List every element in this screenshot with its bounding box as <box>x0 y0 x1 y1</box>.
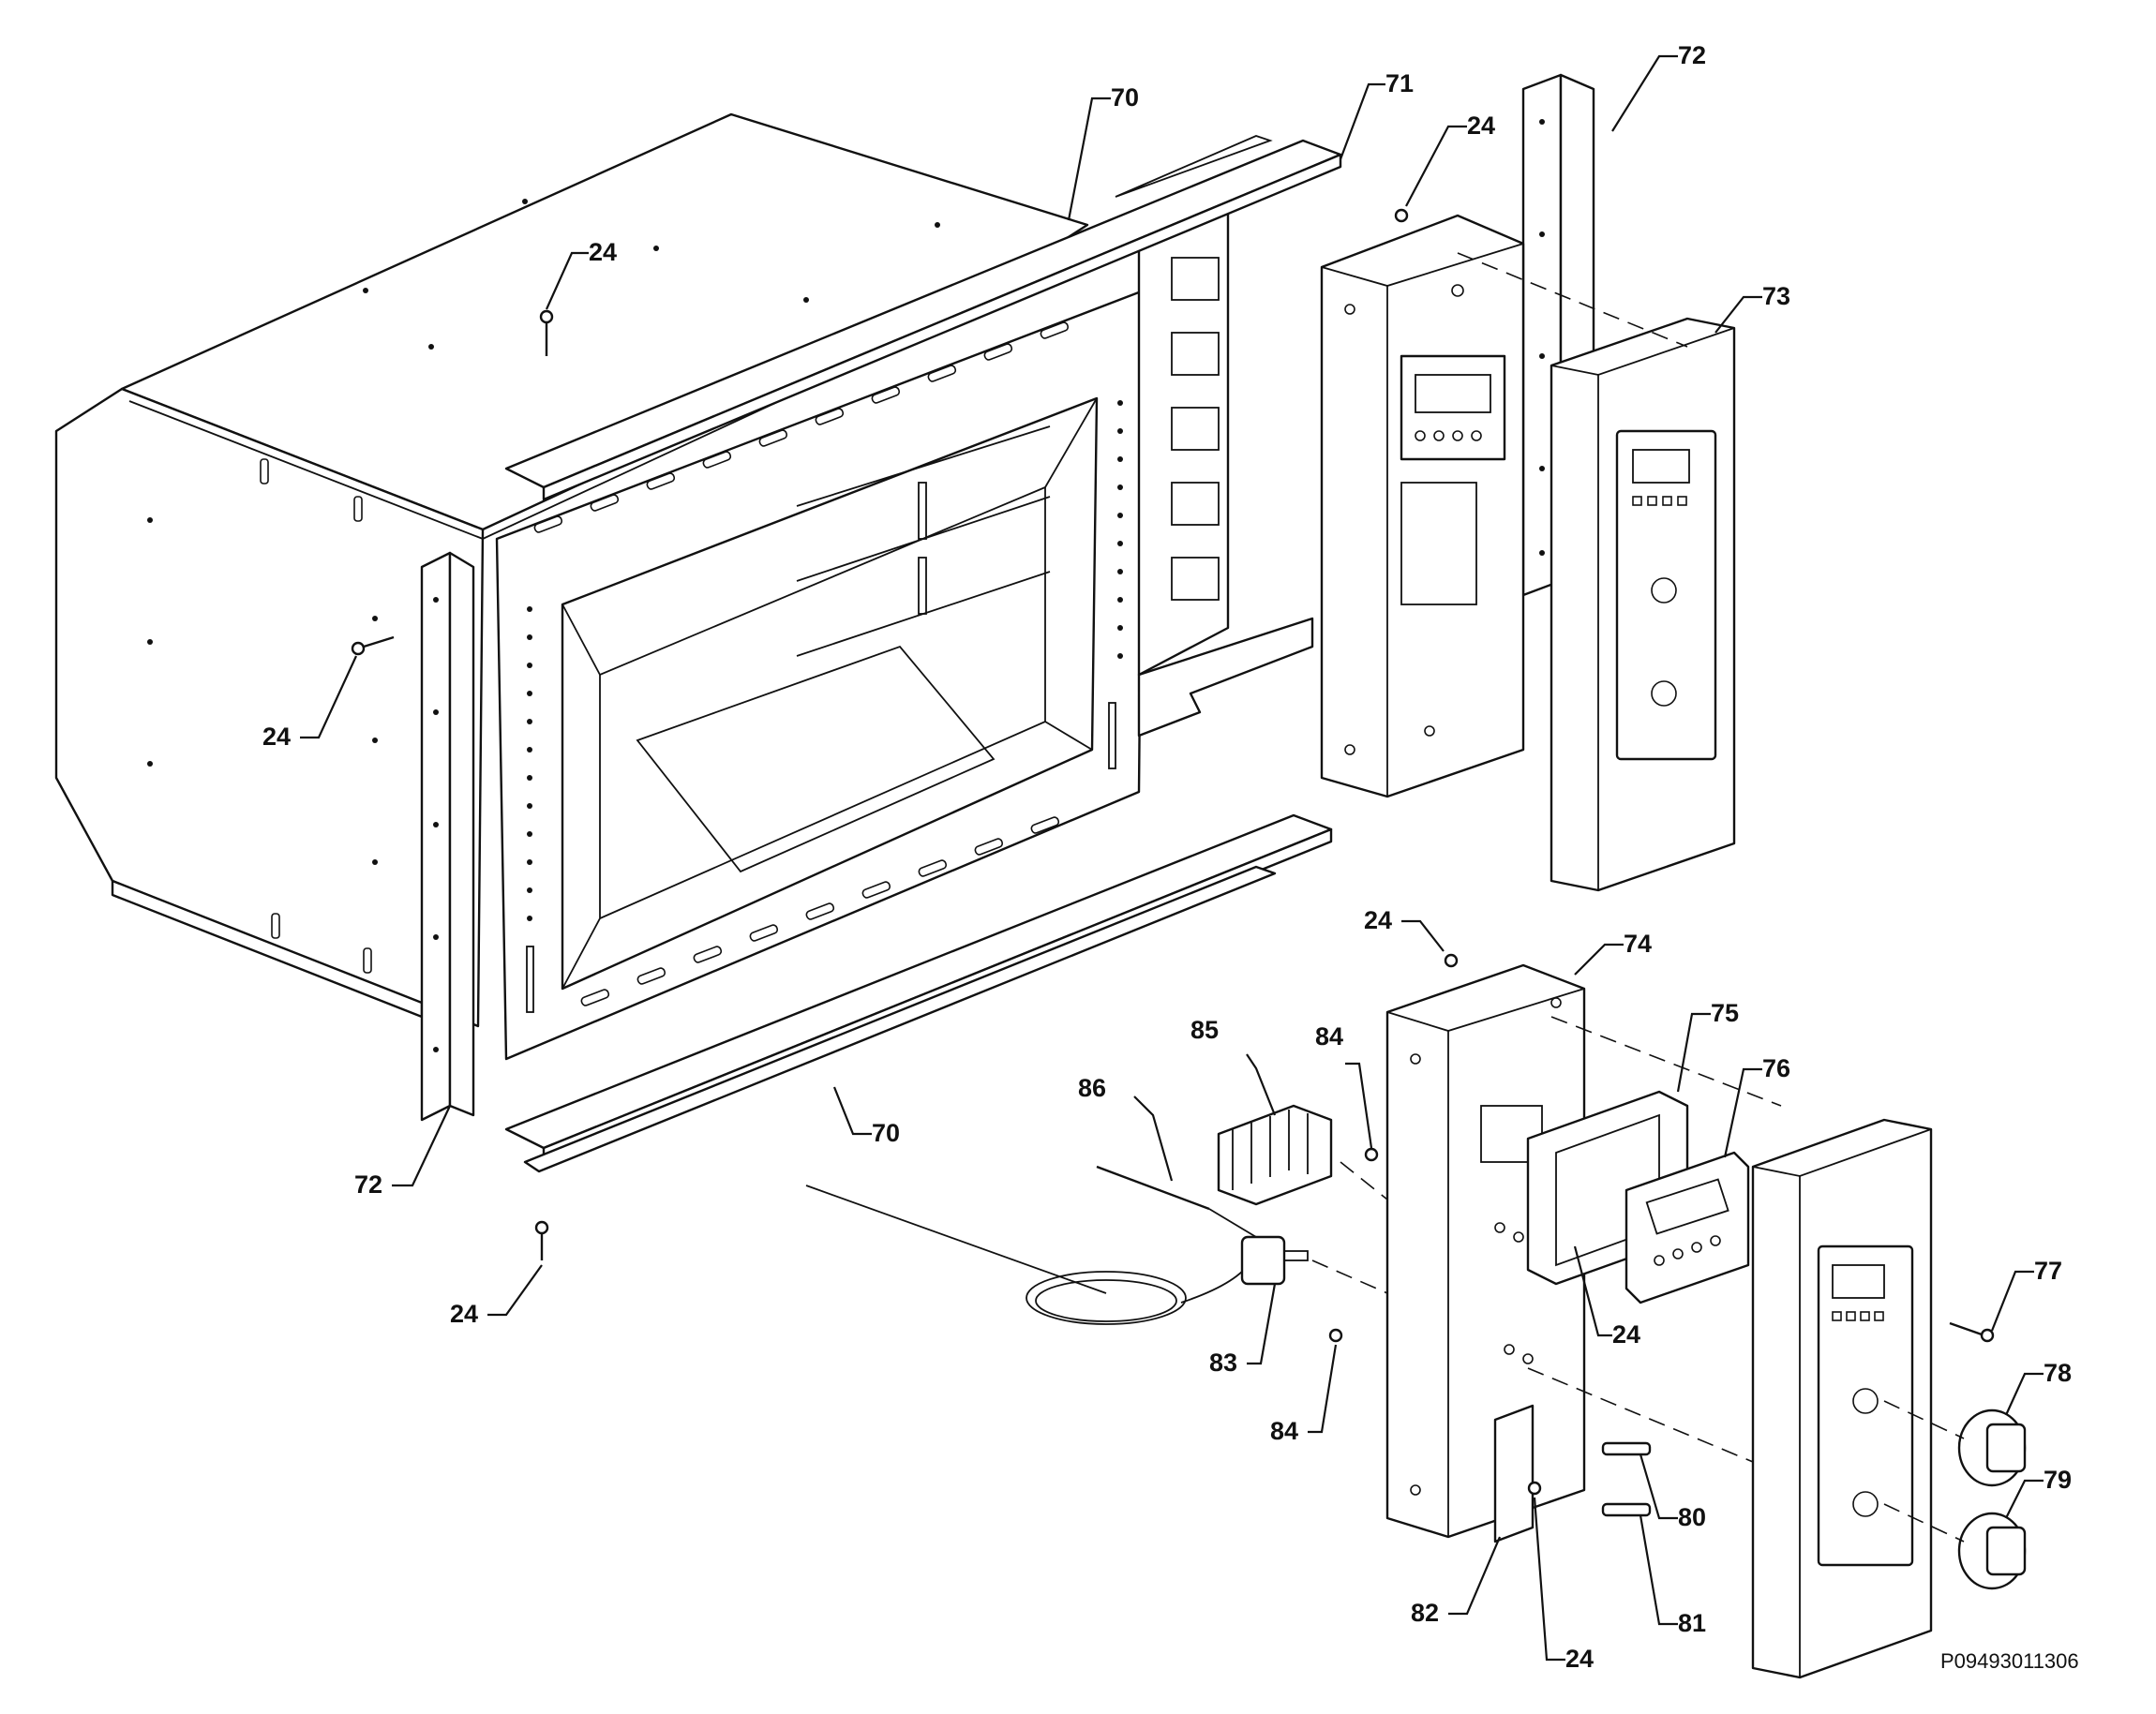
diagram-reference-code: P09493011306 <box>1940 1649 2079 1673</box>
callout-71: 71 <box>1385 69 1414 97</box>
callout-76: 76 <box>1762 1054 1790 1082</box>
part-76-display-module <box>1624 1151 1750 1304</box>
screws <box>351 208 1995 1517</box>
casing-slots <box>260 458 372 974</box>
callout-77: 77 <box>2034 1257 2062 1285</box>
assembly-lines <box>1311 252 1965 1543</box>
callout-70-top: 70 <box>1111 83 1139 112</box>
front-frame <box>495 289 1145 1061</box>
part-70-bottom-trim-bar <box>504 813 1333 1173</box>
part-74-lower-control-chassis <box>1385 963 1586 1543</box>
callout-24-upper-chassis: 24 <box>1467 112 1495 140</box>
part-78-knob <box>1957 1408 2027 1487</box>
callout-70-bottom: 70 <box>872 1119 900 1147</box>
part-70-top-trim-bar <box>504 135 1342 501</box>
oven-casing <box>54 112 1089 1028</box>
callout-80: 80 <box>1678 1503 1706 1531</box>
callout-72-left: 72 <box>354 1170 382 1199</box>
callout-85: 85 <box>1190 1016 1219 1044</box>
lower-control-fascia <box>1751 1118 1933 1679</box>
part-86-probe-rod <box>1096 1165 1257 1238</box>
vent-grilles <box>1171 257 1220 601</box>
callout-24-display: 24 <box>1612 1320 1640 1349</box>
callout-24-top: 24 <box>589 238 617 266</box>
callout-24-left: 24 <box>262 723 291 751</box>
part-79-knob <box>1957 1512 2027 1590</box>
frame-bottom-slots <box>580 816 1060 1006</box>
callout-81: 81 <box>1678 1609 1706 1637</box>
side-vent-panel <box>1137 176 1314 738</box>
callout-labels: 70 71 24 72 24 73 24 72 70 24 24 74 75 7… <box>262 41 2079 1673</box>
frame-top-slots <box>533 321 1070 533</box>
part-72-left-side-bracket <box>420 551 475 1122</box>
part-71-upper-control-chassis <box>1320 214 1525 798</box>
callout-72-right: 72 <box>1678 41 1706 69</box>
casing-holes <box>147 199 940 865</box>
callout-24-bottom-left: 24 <box>450 1300 478 1328</box>
callout-82: 82 <box>1411 1599 1439 1627</box>
part-73-upper-control-fascia <box>1550 317 1736 892</box>
callout-73: 73 <box>1762 282 1790 310</box>
callout-86: 86 <box>1078 1074 1106 1102</box>
callout-78: 78 <box>2044 1359 2072 1387</box>
callout-leaders <box>300 54 2044 1662</box>
callout-75: 75 <box>1711 999 1739 1027</box>
callout-79: 79 <box>2044 1466 2072 1494</box>
part-83-thermostat <box>1240 1235 1309 1286</box>
callout-84-upper: 84 <box>1315 1022 1343 1051</box>
capillary-tube <box>805 1185 1252 1325</box>
callout-24-lower-chassis: 24 <box>1364 906 1392 934</box>
callout-74: 74 <box>1624 930 1652 958</box>
callout-24-bottom-right: 24 <box>1565 1645 1594 1673</box>
frame-perforations <box>527 400 1123 921</box>
callout-83: 83 <box>1209 1349 1237 1377</box>
part-85-terminal-block <box>1217 1104 1333 1206</box>
callout-84-lower: 84 <box>1270 1417 1298 1445</box>
